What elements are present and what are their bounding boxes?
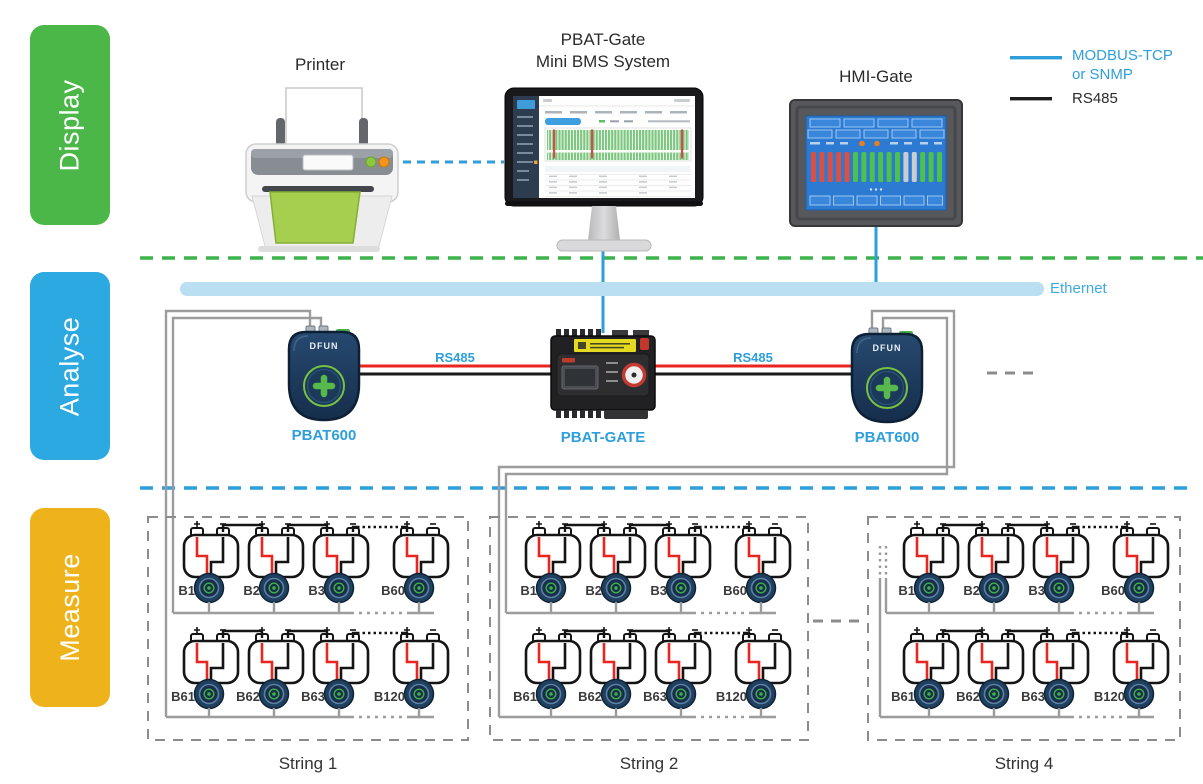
pbat600-right-label: PBAT600 <box>854 429 920 446</box>
legend-modbus-line <box>1010 56 1062 60</box>
layer-analyse: Analyse <box>30 272 110 460</box>
printer-icon <box>245 87 399 252</box>
string4-name: String 4 <box>994 754 1054 773</box>
battery-label: B2 <box>585 583 602 598</box>
rs485-left-label: RS485 <box>435 350 475 365</box>
battery-label: B3 <box>650 583 667 598</box>
battery-label: B1 <box>898 583 915 598</box>
battery-label: B63 <box>643 689 667 704</box>
layer-measure: Measure <box>30 508 110 707</box>
battery-label: B61 <box>171 689 195 704</box>
battery-label: B63 <box>1021 689 1045 704</box>
battery-label: B2 <box>243 583 260 598</box>
bms-title: PBAT-Gate Mini BMS System <box>495 29 711 73</box>
pbat-gate-label: PBAT-GATE <box>560 429 646 446</box>
battery-label: B62 <box>236 689 260 704</box>
printer-title: Printer <box>294 55 346 74</box>
legend-rs485-text: RS485 <box>1072 90 1118 107</box>
battery-label: B61 <box>513 689 537 704</box>
ethernet-bus-bar <box>180 282 1044 296</box>
pbat600-left-label: PBAT600 <box>291 427 357 444</box>
battery-label: B62 <box>956 689 980 704</box>
battery-label: B120 <box>373 689 405 704</box>
dfun-logo-right: DFUN <box>872 343 902 353</box>
battery-label: B60 <box>1101 583 1125 598</box>
battery-label: B63 <box>301 689 325 704</box>
bms-monitor-icon <box>504 87 704 252</box>
battery-label: B1 <box>520 583 537 598</box>
battery-label: B3 <box>308 583 325 598</box>
battery-label: B3 <box>1028 583 1045 598</box>
battery-label: B61 <box>891 689 915 704</box>
battery-label: B60 <box>723 583 747 598</box>
rs485-wires <box>358 364 852 376</box>
ethernet-label: Ethernet <box>1050 280 1107 297</box>
bms-title-line1: PBAT-Gate <box>560 30 646 49</box>
layer-measure-label: Measure <box>54 553 85 662</box>
string-boxes <box>147 516 1181 741</box>
legend-rs485-line <box>1010 97 1052 101</box>
hmi-panel-icon <box>789 99 963 227</box>
string1-box <box>147 516 469 741</box>
string2-name: String 2 <box>619 754 679 773</box>
string2-circuit <box>499 519 792 719</box>
battery-label: B120 <box>1093 689 1125 704</box>
string4-circuit <box>880 519 1170 719</box>
legend-modbus: MODBUS-TCP or SNMP <box>1072 46 1173 84</box>
dfun-logo-left: DFUN <box>309 341 339 351</box>
layer-display-label: Display <box>54 78 85 172</box>
string1-circuit <box>166 519 450 719</box>
battery-label: B62 <box>578 689 602 704</box>
battery-label: B120 <box>715 689 747 704</box>
layer-display: Display <box>30 25 110 225</box>
legend-modbus-text-line1: MODBUS-TCP <box>1072 47 1173 64</box>
battery-label: B1 <box>178 583 195 598</box>
battery-label: B2 <box>963 583 980 598</box>
hmi-bars <box>811 152 942 182</box>
pbat-gate-device-icon <box>550 329 656 419</box>
bms-title-line2: Mini BMS System <box>535 52 671 71</box>
string1-name: String 1 <box>278 754 338 773</box>
rs485-right-label: RS485 <box>733 350 773 365</box>
hmi-title: HMI-Gate <box>839 67 913 86</box>
sensor-bus-wires <box>164 309 956 717</box>
legend-modbus-text-line2: or SNMP <box>1072 66 1133 83</box>
layer-analyse-label: Analyse <box>54 316 85 416</box>
battery-label: B60 <box>381 583 405 598</box>
string4-box <box>867 516 1181 741</box>
